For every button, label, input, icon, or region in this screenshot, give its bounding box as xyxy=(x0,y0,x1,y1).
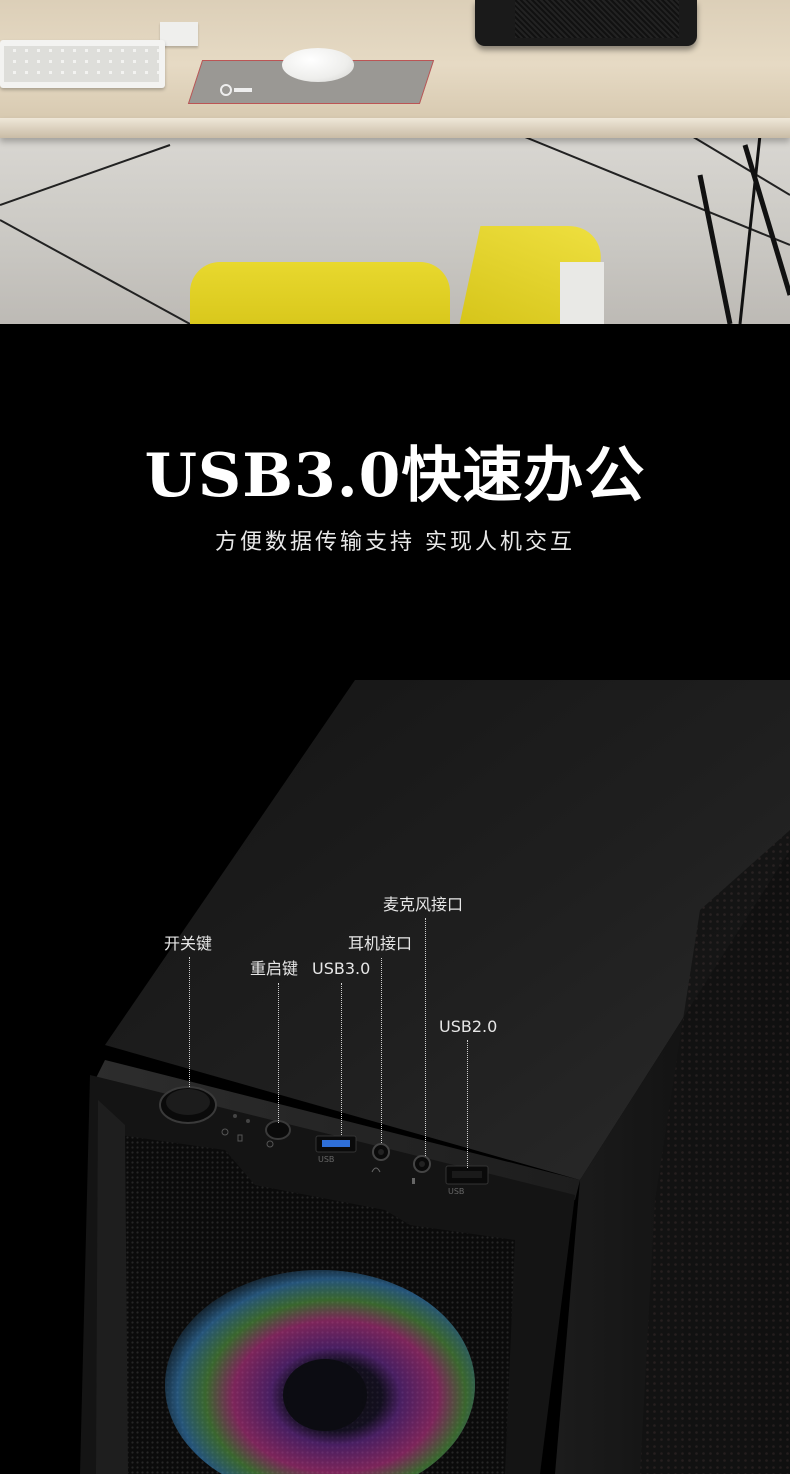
reset-callout-line xyxy=(278,983,279,1123)
headphone-icon xyxy=(371,1167,381,1173)
microphone-callout-line xyxy=(425,918,426,1156)
rug-pattern xyxy=(0,135,790,324)
power-led-icon xyxy=(221,1128,229,1136)
mouse xyxy=(282,48,354,82)
keyboard xyxy=(0,40,165,88)
power-label: 开关键 xyxy=(164,934,213,953)
microphone-icon xyxy=(412,1178,415,1184)
desk-edge xyxy=(0,118,790,138)
front-io-panel: USB USB xyxy=(159,1086,489,1196)
headphone-label: 耳机接口 xyxy=(348,934,413,953)
chair-frame xyxy=(560,262,604,324)
microphone-jack[interactable] xyxy=(413,1155,431,1173)
reset-label: 重启键 xyxy=(250,959,299,978)
steelseries-logo-icon xyxy=(220,84,252,96)
headphone-callout-line xyxy=(381,958,382,1143)
desk-scene-image xyxy=(0,0,790,324)
headphone-jack[interactable] xyxy=(372,1143,390,1161)
power-callout-line xyxy=(189,957,190,1087)
power-button[interactable] xyxy=(159,1086,217,1124)
usb3-port[interactable] xyxy=(315,1135,357,1153)
reset-button[interactable] xyxy=(265,1120,291,1148)
page-subtitle: 方便数据传输支持 实现人机交互 xyxy=(215,530,575,555)
usb3-label: USB3.0 xyxy=(312,959,371,978)
usb2-callout-line xyxy=(467,1040,468,1168)
pc-case-illustration xyxy=(80,680,790,1474)
chair-back xyxy=(190,262,450,324)
usb2-port[interactable] xyxy=(445,1165,489,1185)
usb3-port-text: USB xyxy=(318,1155,334,1164)
monitor-stand xyxy=(160,22,198,46)
hdd-led-icon xyxy=(237,1134,243,1142)
usb3-callout-line xyxy=(341,983,342,1135)
microphone-label: 麦克风接口 xyxy=(383,895,464,914)
usb2-label: USB2.0 xyxy=(439,1017,498,1036)
usb2-port-text: USB xyxy=(448,1187,464,1196)
pc-case-bottom xyxy=(475,0,697,46)
page-title: USB3.0快速办公 xyxy=(144,441,646,511)
